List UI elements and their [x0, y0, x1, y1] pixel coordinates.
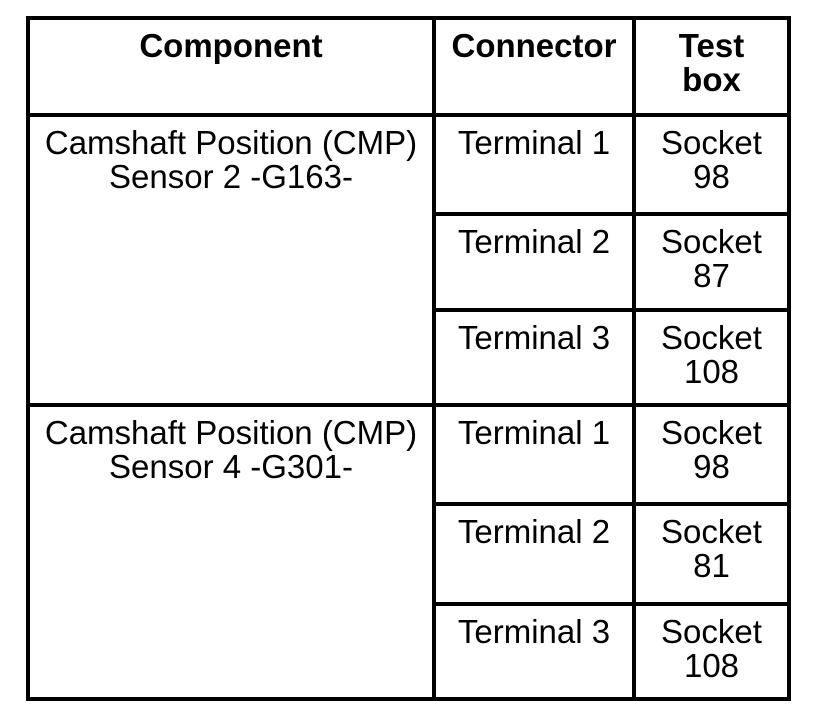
test-box-cell: Socket 108: [632, 308, 791, 407]
table-row: Terminal 2 Socket 87: [28, 212, 791, 312]
table-row: Terminal 3 Socket 108: [28, 602, 791, 701]
table-row: Terminal 2 Socket 81: [28, 502, 791, 606]
connector-cell: Terminal 2: [432, 212, 636, 312]
table-header-row: Component Connector Test box: [26, 16, 791, 117]
test-box-cell: Socket 98: [632, 403, 791, 506]
table-row: Terminal 3 Socket 108: [28, 308, 791, 407]
test-box-cell: Socket 87: [632, 212, 791, 312]
header-connector: Connector: [432, 16, 636, 117]
connector-cell: Terminal 1: [432, 403, 636, 506]
table-row: Camshaft Position (CMP) Sensor 4 -G301- …: [26, 403, 791, 701]
connector-cell: Terminal 3: [432, 308, 636, 407]
connector-cell: Terminal 3: [432, 602, 636, 701]
component-cell-g163: Camshaft Position (CMP) Sensor 2 -G163-: [26, 113, 436, 407]
header-component: Component: [26, 16, 436, 117]
connector-cell: Terminal 1: [432, 113, 636, 216]
connector-cell: Terminal 2: [432, 502, 636, 606]
header-test-box: Test box: [632, 16, 791, 117]
table-row: Camshaft Position (CMP) Sensor 2 -G163- …: [26, 113, 791, 407]
component-cell-g301: Camshaft Position (CMP) Sensor 4 -G301-: [26, 403, 436, 701]
component-connector-testbox-table: Component Connector Test box Camshaft Po…: [26, 16, 791, 701]
test-box-cell: Socket 98: [632, 113, 791, 216]
test-box-cell: Socket 108: [632, 602, 791, 701]
test-box-cell: Socket 81: [632, 502, 791, 606]
